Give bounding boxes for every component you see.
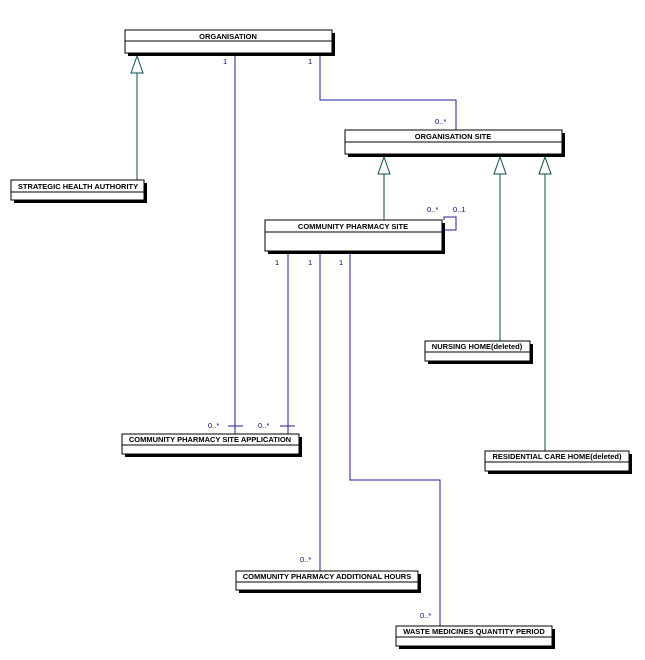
class-title: WASTE MEDICINES QUANTITY PERIOD xyxy=(403,627,545,636)
class-nursing-home[interactable]: NURSING HOME(deleted) xyxy=(424,340,533,364)
mult-cps-hours-one: 1 xyxy=(308,258,312,267)
class-box xyxy=(121,433,300,455)
class-cp-additional-hours[interactable]: COMMUNITY PHARMACY ADDITIONAL HOURS xyxy=(235,570,421,593)
gen-arrowhead-org xyxy=(130,54,144,74)
class-box xyxy=(424,340,531,362)
assoc-cps-self[interactable] xyxy=(442,216,457,231)
class-box xyxy=(264,219,443,252)
generalisation-lines xyxy=(130,54,552,451)
mult-org-site-many: 0..* xyxy=(435,117,446,126)
class-residential-care-home[interactable]: RESIDENTIAL CARE HOME(deleted) xyxy=(484,450,632,474)
class-box xyxy=(235,570,419,591)
class-box xyxy=(484,450,630,472)
mult-app-org-many: 0..* xyxy=(208,421,219,430)
class-organisation-site[interactable]: ORGANISATION SITE xyxy=(344,129,565,157)
mult-cps-app-one: 1 xyxy=(275,258,279,267)
class-title: NURSING HOME(deleted) xyxy=(432,342,523,351)
mult-org-app-one: 1 xyxy=(223,57,227,66)
mult-app-cps-many: 0..* xyxy=(258,421,269,430)
mult-hours-many: 0..* xyxy=(300,555,311,564)
association-lines xyxy=(228,53,457,626)
mult-waste-many: 0..* xyxy=(420,611,431,620)
gen-arrowhead-site-cps xyxy=(377,155,391,175)
class-box xyxy=(10,179,145,201)
class-organisation[interactable]: ORGANISATION xyxy=(124,29,335,56)
class-title: COMMUNITY PHARMACY SITE APPLICATION xyxy=(129,435,291,444)
assoc-cps-waste[interactable] xyxy=(349,254,441,626)
mult-cps-waste-one: 1 xyxy=(339,258,343,267)
mult-org-site-one: 1 xyxy=(308,57,312,66)
multiplicity-labels: 1 1 0..* 0..* 0..1 1 1 1 0..* 0..* 0..* … xyxy=(208,57,466,620)
class-title: ORGANISATION SITE xyxy=(415,132,492,141)
mult-cps-self-many: 0..* xyxy=(427,205,438,214)
class-cp-site-application[interactable]: COMMUNITY PHARMACY SITE APPLICATION xyxy=(121,433,302,457)
class-title: ORGANISATION xyxy=(199,32,257,41)
class-community-pharmacy-site[interactable]: COMMUNITY PHARMACY SITE xyxy=(264,219,445,254)
class-title: COMMUNITY PHARMACY SITE xyxy=(298,222,408,231)
gen-arrowhead-site-nursing xyxy=(493,155,507,175)
class-title: STRATEGIC HEALTH AUTHORITY xyxy=(18,182,138,191)
gen-arrowhead-site-residential xyxy=(538,155,552,175)
mult-cps-self-one: 0..1 xyxy=(453,205,466,214)
class-title: RESIDENTIAL CARE HOME(deleted) xyxy=(492,452,622,461)
class-title: COMMUNITY PHARMACY ADDITIONAL HOURS xyxy=(243,572,411,581)
assoc-org-site[interactable] xyxy=(319,53,457,130)
class-box xyxy=(395,625,553,647)
class-strategic-health-authority[interactable]: STRATEGIC HEALTH AUTHORITY xyxy=(10,179,147,203)
class-waste-medicines-period[interactable]: WASTE MEDICINES QUANTITY PERIOD xyxy=(395,625,555,649)
